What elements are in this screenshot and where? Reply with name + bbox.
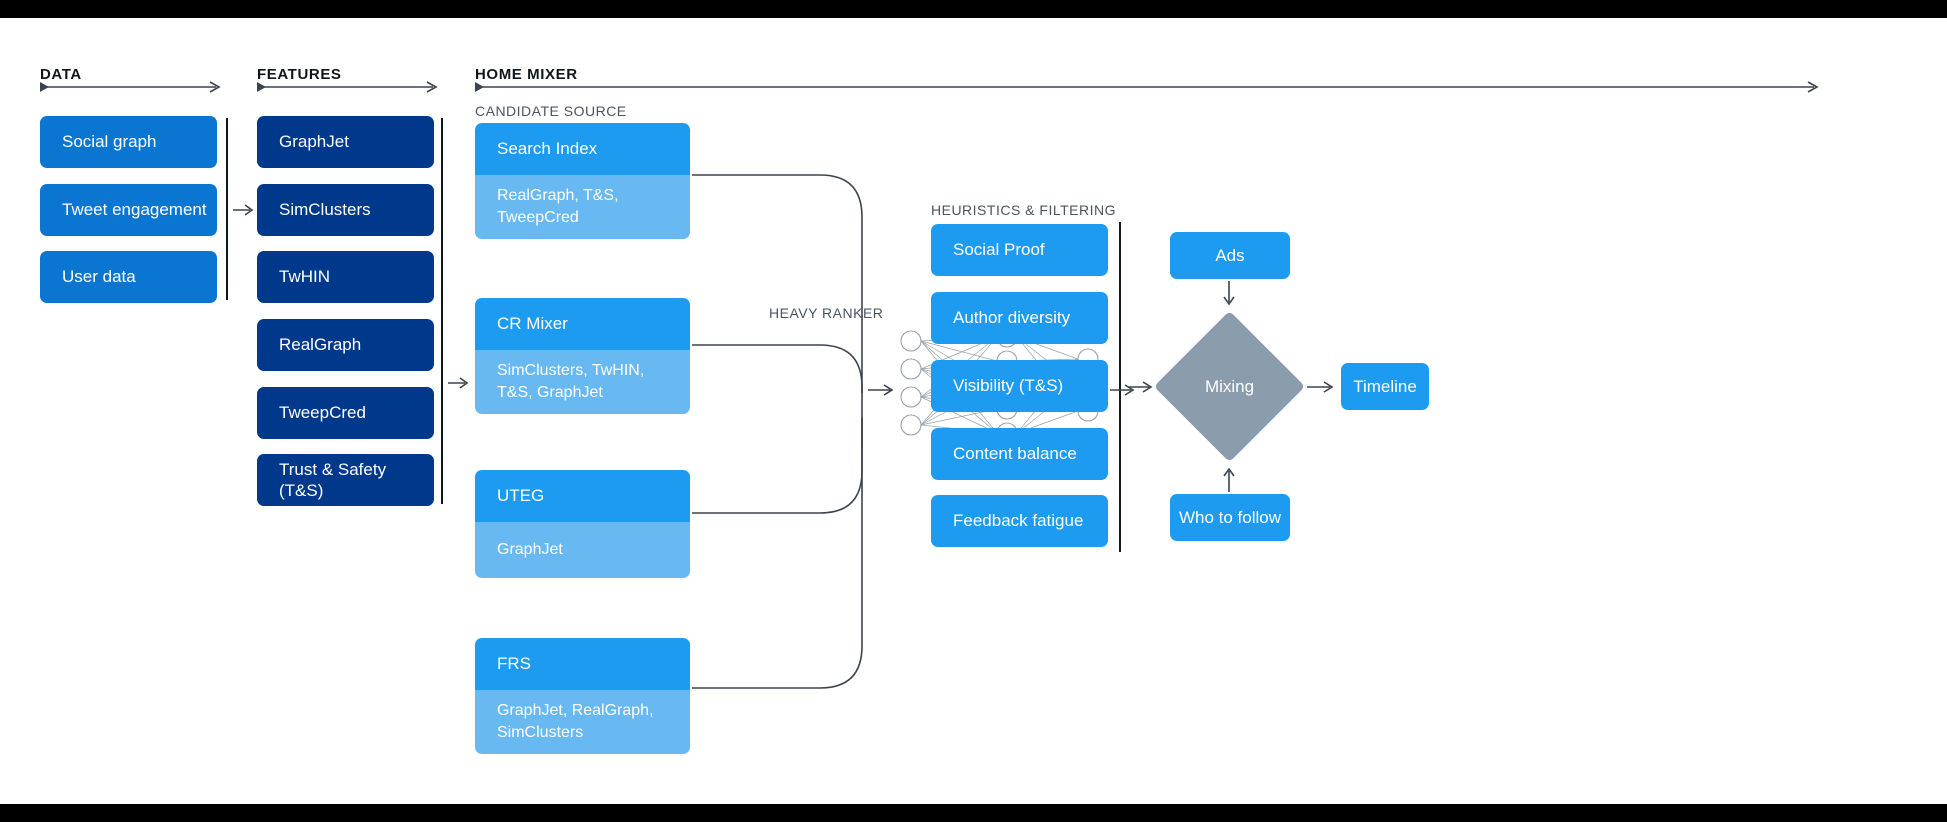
data-card-tweet-engagement[interactable]: Tweet engagement [40, 184, 217, 236]
candidate-source-card-uteg[interactable]: UTEG GraphJet [475, 470, 690, 578]
arrow-heuristics-to-mixing [1128, 381, 1153, 393]
data-header-arrow [40, 80, 222, 94]
mixing-diamond-label: Mixing [1204, 376, 1255, 396]
divider-features-homemixer [441, 118, 443, 504]
candidate-source-name: FRS [475, 638, 690, 690]
section-title-data: DATA [40, 66, 82, 83]
arrow-brace-to-heavy-ranker [868, 384, 894, 396]
candidate-source-name: UTEG [475, 470, 690, 522]
heuristic-card-content-balance[interactable]: Content balance [931, 428, 1108, 480]
diagram-canvas: DATA FEATURES HOME MIXER CANDIDATE SOURC… [0, 18, 1947, 804]
feature-card-realgraph[interactable]: RealGraph [257, 319, 434, 371]
heuristic-card-visibility[interactable]: Visibility (T&S) [931, 360, 1108, 412]
candidate-source-card-search-index[interactable]: Search Index RealGraph, T&S, TweepCred [475, 123, 690, 239]
arrow-ads-to-mixing [1223, 281, 1235, 306]
feature-card-simclusters[interactable]: SimClusters [257, 184, 434, 236]
candidate-source-name: Search Index [475, 123, 690, 175]
mixing-input-card-who-to-follow[interactable]: Who to follow [1170, 494, 1290, 541]
section-title-features: FEATURES [257, 66, 342, 83]
arrow-features-to-homemixer [448, 377, 469, 389]
home-mixer-header-arrow [475, 80, 1820, 94]
arrow-mixing-to-timeline [1307, 381, 1334, 393]
candidate-source-features: RealGraph, T&S, TweepCred [475, 175, 690, 239]
subsection-title-candidate-source: CANDIDATE SOURCE [475, 103, 627, 119]
subsection-title-heavy-ranker: HEAVY RANKER [769, 305, 884, 321]
candidate-source-features: GraphJet, RealGraph, SimClusters [475, 690, 690, 754]
arrow-heavy-ranker-to-heuristics [1110, 384, 1135, 396]
data-card-social-graph[interactable]: Social graph [40, 116, 217, 168]
heuristic-card-author-diversity[interactable]: Author diversity [931, 292, 1108, 344]
arrow-data-to-features [233, 204, 254, 216]
feature-card-twhin[interactable]: TwHIN [257, 251, 434, 303]
data-card-user-data[interactable]: User data [40, 251, 217, 303]
heuristic-card-social-proof[interactable]: Social Proof [931, 224, 1108, 276]
candidate-source-features: SimClusters, TwHIN, T&S, GraphJet [475, 350, 690, 414]
mixing-output-card-timeline[interactable]: Timeline [1341, 363, 1429, 410]
feature-card-trust-safety[interactable]: Trust & Safety (T&S) [257, 454, 434, 506]
candidate-source-name: CR Mixer [475, 298, 690, 350]
mixing-diamond[interactable]: Mixing [1153, 310, 1306, 463]
section-title-home-mixer: HOME MIXER [475, 66, 578, 83]
mixing-input-card-ads[interactable]: Ads [1170, 232, 1290, 279]
arrow-who-to-follow-to-mixing [1223, 467, 1235, 492]
candidate-source-brace [692, 174, 863, 689]
heuristic-card-feedback-fatigue[interactable]: Feedback fatigue [931, 495, 1108, 547]
candidate-source-card-cr-mixer[interactable]: CR Mixer SimClusters, TwHIN, T&S, GraphJ… [475, 298, 690, 414]
divider-data-features [226, 118, 228, 300]
feature-card-tweepcred[interactable]: TweepCred [257, 387, 434, 439]
feature-card-graphjet[interactable]: GraphJet [257, 116, 434, 168]
features-header-arrow [257, 80, 439, 94]
candidate-source-card-frs[interactable]: FRS GraphJet, RealGraph, SimClusters [475, 638, 690, 754]
candidate-source-features: GraphJet [475, 522, 690, 578]
subsection-title-heuristics: HEURISTICS & FILTERING [931, 202, 1116, 218]
divider-heuristics-mixing [1119, 222, 1121, 552]
